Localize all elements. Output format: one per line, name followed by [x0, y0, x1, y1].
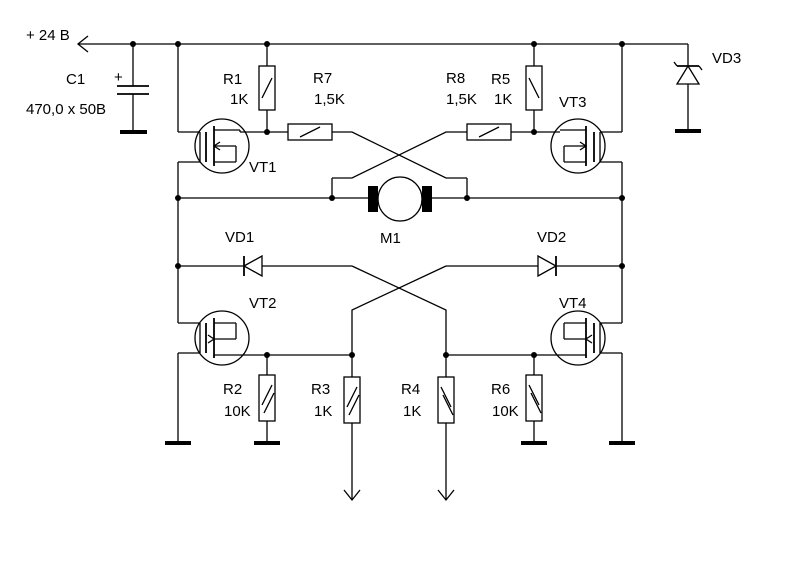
supply-label: + 24 В — [26, 27, 70, 44]
vt1-label: VT1 — [249, 159, 277, 176]
resistor-r6: R6 10K — [491, 355, 547, 445]
r4-name: R4 — [401, 381, 420, 398]
r2-name: R2 — [223, 381, 242, 398]
motor-m1: M1 — [178, 176, 622, 247]
r8-value: 1,5K — [446, 91, 477, 108]
r3-value: 1K — [314, 403, 332, 420]
resistor-r5: R5 1K — [491, 44, 543, 132]
capacitor-value: 470,0 х 50В — [26, 101, 106, 118]
zener-vd3: VD3 — [673, 44, 741, 133]
r8-name: R8 — [446, 70, 465, 87]
resistor-r3: R3 1K — [311, 353, 361, 502]
input-1-label: IN 1 — [336, 515, 364, 532]
vt2-label: VT2 — [249, 295, 277, 312]
mosfet-vt3: VT3 — [534, 44, 623, 198]
supply-rail: + 24 В — [26, 27, 688, 53]
mosfet-vt1: VT1 — [177, 44, 277, 198]
vd1-label: VD1 — [225, 229, 254, 246]
vt4-label: VT4 — [559, 295, 587, 312]
diode-vd1: VD1 — [178, 229, 352, 278]
resistor-r8: R8 1,5K — [446, 70, 534, 141]
r5-name: R5 — [491, 71, 510, 88]
input-2-label: IN 2 — [424, 515, 452, 532]
capacitor-polarity: + — [114, 69, 123, 86]
r5-value: 1K — [494, 91, 512, 108]
junction-dots — [130, 41, 625, 358]
r1-name: R1 — [223, 71, 242, 88]
resistor-r2: R2 10K — [223, 355, 280, 445]
input-labels-clip: IN 1 IN 2 — [336, 515, 452, 532]
capacitor-c1: + C1 470,0 х 50В — [26, 44, 149, 134]
r1-value: 1K — [230, 91, 248, 108]
m1-label: M1 — [380, 230, 401, 247]
r7-name: R7 — [313, 70, 332, 87]
mosfet-vt2: VT2 — [165, 295, 352, 445]
r4-value: 1K — [403, 403, 421, 420]
r7-value: 1,5K — [314, 91, 345, 108]
resistor-r1: R1 1K — [223, 44, 276, 132]
upper-crossover — [331, 131, 468, 198]
r6-value: 10K — [492, 403, 519, 420]
r3-name: R3 — [311, 381, 330, 398]
mosfet-vt4: VT4 — [446, 295, 635, 445]
vd2-label: VD2 — [537, 229, 566, 246]
resistor-r7: R7 1,5K — [267, 70, 345, 141]
resistor-r4: R4 1K — [401, 353, 455, 502]
diode-vd2: VD2 — [446, 229, 622, 278]
vd3-label: VD3 — [712, 50, 741, 67]
lower-crossover — [351, 265, 447, 353]
capacitor-name: C1 — [66, 71, 85, 88]
r6-name: R6 — [491, 381, 510, 398]
r2-value: 10K — [224, 403, 251, 420]
vt3-label: VT3 — [559, 94, 587, 111]
